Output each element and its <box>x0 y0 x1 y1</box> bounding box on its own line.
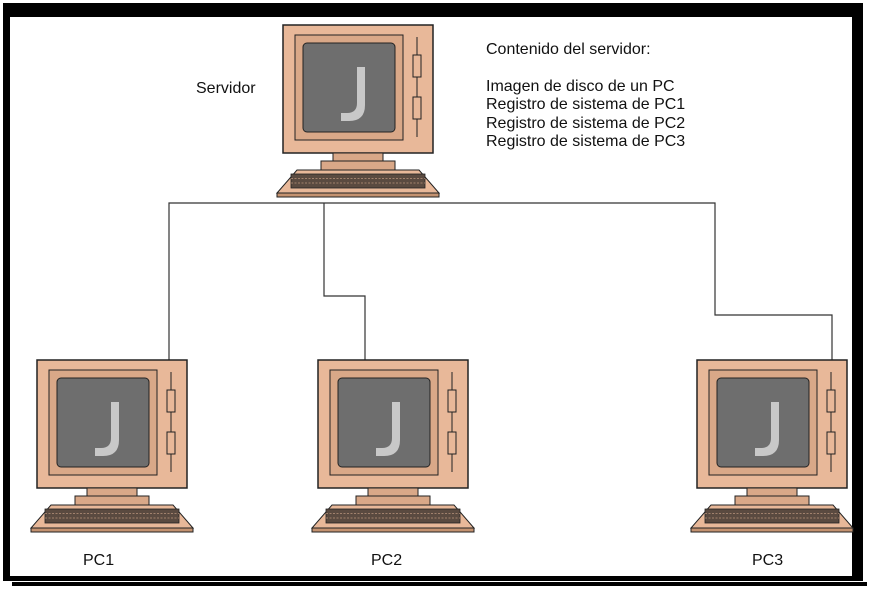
server-contents-item: Registro de sistema de PC2 <box>486 114 686 132</box>
server-contents-item: Imagen de disco de un PC <box>486 77 675 95</box>
connector-pc2 <box>323 203 366 360</box>
pc3-computer-icon <box>690 359 854 533</box>
frame-shadow <box>12 582 867 586</box>
server-contents-item: Registro de sistema de PC3 <box>486 133 686 150</box>
server-label: Servidor <box>196 80 256 97</box>
pc2-label: PC2 <box>371 552 403 569</box>
pc2-computer-icon <box>311 359 475 533</box>
pc3-label: PC3 <box>752 552 784 569</box>
pc1-label: PC1 <box>83 552 115 569</box>
network-connectors <box>168 202 833 360</box>
server-contents-title: Contenido del servidor: <box>486 41 651 58</box>
connector-pc1 <box>168 202 833 360</box>
server-contents-box: Contenido del servidor: Imagen de disco … <box>486 41 685 152</box>
pc1-computer-icon <box>30 359 194 533</box>
server-computer-icon <box>276 24 440 198</box>
server-contents-item: Registro de sistema de PC1 <box>486 96 686 113</box>
